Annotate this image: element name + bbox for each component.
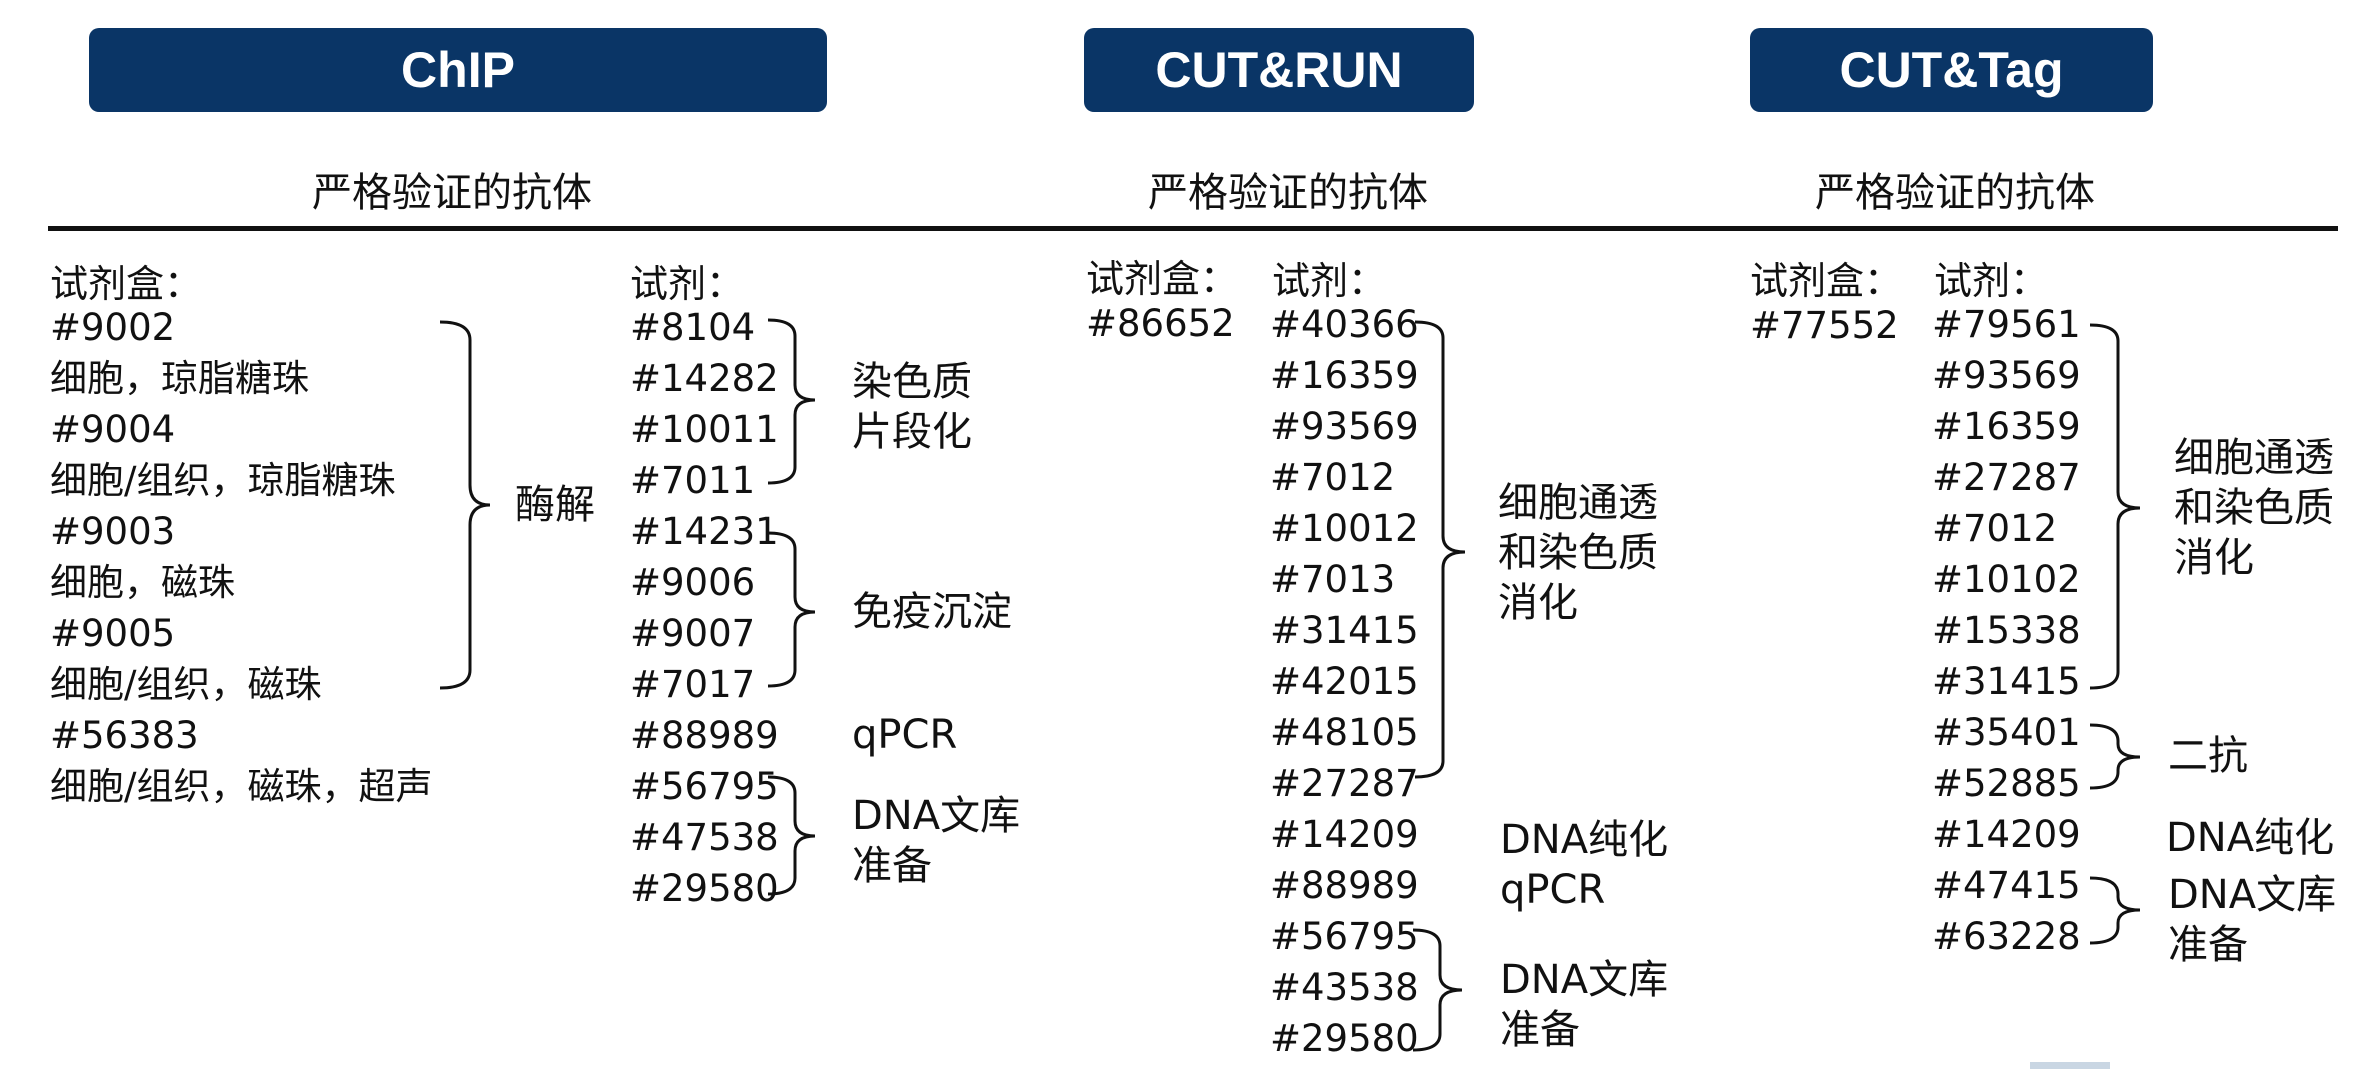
chip-reagent: #47538 (630, 816, 779, 859)
chip-reagent: #14282 (630, 357, 779, 400)
cut-run-reagent: #48105 (1270, 711, 1419, 754)
chip-group-fragmentation: 染色质片段化 (852, 359, 972, 455)
cut-tag-group-purification: DNA纯化 (2166, 815, 2335, 861)
chip-reagent: #7017 (630, 663, 756, 706)
cut-tag-kits-header: 试剂盒： (1750, 259, 1903, 303)
cut-run-reagent: #88989 (1270, 864, 1419, 907)
chip-kit-line: 细胞，磁珠 (50, 561, 235, 604)
cut-tag-group-library: DNA文库准备 (2168, 872, 2337, 968)
cut-tag-group-permeabilization: 细胞通透和染色质消化 (2174, 435, 2334, 581)
cut-run-reagent: #56795 (1270, 915, 1419, 958)
chip-kit-line: #9002 (50, 306, 176, 349)
cut-tag-reagent: #31415 (1932, 660, 2081, 703)
cut-run-reagents-header: 试剂： (1272, 259, 1387, 303)
cut-tag-kit: #77552 (1750, 304, 1899, 347)
header-divider (48, 226, 2338, 231)
cut-run-kits-header: 试剂盒： (1086, 257, 1239, 301)
chip-reagent: #10011 (630, 408, 779, 451)
chip-kit-list: #9002 细胞，琼脂糖珠 #9004 细胞/组织，琼脂糖珠 #9003 细胞，… (50, 302, 432, 812)
cut-run-reagent: #93569 (1270, 405, 1419, 448)
cut-run-reagent: #40366 (1270, 303, 1419, 346)
cut-tag-secondary-antibody-bracket (2089, 723, 2141, 790)
cut-tag-reagent: #15338 (1932, 609, 2081, 652)
cut-run-header: CUT&RUN (1084, 28, 1474, 112)
cut-run-reagent: #7013 (1270, 558, 1396, 601)
cut-run-group-permeabilization: 细胞通透和染色质消化 (1498, 480, 1658, 626)
chip-kit-bracket (439, 320, 491, 690)
cut-tag-reagent: #47415 (1932, 864, 2081, 907)
chip-reagent: #29580 (630, 867, 779, 910)
chip-group-ip: 免疫沉淀 (852, 589, 1012, 635)
cut-tag-permeabilization-bracket (2089, 323, 2141, 690)
chip-kit-line: #9004 (50, 408, 176, 451)
chip-reagent: #8104 (630, 306, 756, 349)
cut-tag-kit-list: #77552 (1750, 300, 1899, 351)
cut-run-group-library: DNA文库准备 (1500, 957, 1669, 1053)
cut-run-permeabilization-bracket (1414, 320, 1466, 779)
cut-run-reagent: #7012 (1270, 456, 1396, 499)
cut-tag-reagents-header: 试剂： (1934, 259, 2049, 303)
chip-header: ChIP (89, 28, 827, 112)
chip-reagent: #7011 (630, 459, 756, 502)
cut-run-reagent-list: #40366 #16359 #93569 #7012 #10012 #7013 … (1270, 299, 1419, 1064)
cut-tag-reagent: #7012 (1932, 507, 2058, 550)
chip-reagent: #9006 (630, 561, 756, 604)
chip-group-library: DNA文库准备 (852, 793, 1021, 889)
cut-tag-library-bracket (2089, 876, 2141, 945)
cut-run-reagent: #43538 (1270, 966, 1419, 1009)
chip-kit-group-label: 酶解 (515, 482, 595, 528)
cut-tag-group-secondary-antibody: 二抗 (2168, 733, 2248, 779)
chip-fragmentation-bracket (767, 318, 816, 485)
chip-reagent: #56795 (630, 765, 779, 808)
cut-tag-subtitle: 严格验证的抗体 (1815, 170, 2095, 216)
chip-kits-header: 试剂盒： (50, 262, 203, 306)
cut-tag-reagent: #35401 (1932, 711, 2081, 754)
chip-reagent: #88989 (630, 714, 779, 757)
cut-run-kit: #86652 (1086, 302, 1235, 345)
chip-kit-line: 细胞/组织，磁珠，超声 (50, 765, 433, 808)
cut-tag-reagent: #14209 (1932, 813, 2081, 856)
cut-run-kit-list: #86652 (1086, 298, 1235, 349)
cut-run-reagent: #14209 (1270, 813, 1419, 856)
cut-run-reagent: #10012 (1270, 507, 1419, 550)
cut-tag-reagent: #79561 (1932, 303, 2081, 346)
chip-ip-bracket (767, 531, 816, 688)
cut-tag-reagent-list: #79561 #93569 #16359 #27287 #7012 #10102… (1932, 299, 2081, 962)
cut-run-library-bracket (1412, 928, 1463, 1052)
cut-tag-reagent: #63228 (1932, 915, 2081, 958)
chip-kit-line: 细胞/组织，磁珠 (50, 663, 322, 706)
cut-tag-reagent: #27287 (1932, 456, 2081, 499)
chip-kit-line: #9005 (50, 612, 176, 655)
chip-group-qpcr: qPCR (852, 712, 958, 758)
corner-artifact (2030, 1062, 2110, 1069)
cut-tag-header: CUT&Tag (1750, 28, 2153, 112)
cut-tag-reagent: #52885 (1932, 762, 2081, 805)
chip-kit-line: #56383 (50, 714, 199, 757)
cut-run-reagent: #16359 (1270, 354, 1419, 397)
chip-kit-line: #9003 (50, 510, 176, 553)
cut-tag-reagent: #10102 (1932, 558, 2081, 601)
chip-kit-line: 细胞，琼脂糖珠 (50, 357, 309, 400)
chip-subtitle: 严格验证的抗体 (312, 170, 592, 216)
cut-tag-reagent: #16359 (1932, 405, 2081, 448)
cut-run-reagent: #29580 (1270, 1017, 1419, 1060)
chip-reagent-list: #8104 #14282 #10011 #7011 #14231 #9006 #… (630, 302, 779, 914)
chip-reagents-header: 试剂： (630, 262, 745, 306)
chip-reagent: #14231 (630, 510, 779, 553)
cut-run-subtitle: 严格验证的抗体 (1148, 170, 1428, 216)
chip-library-bracket (767, 775, 816, 896)
cut-run-reagent: #31415 (1270, 609, 1419, 652)
chip-kit-line: 细胞/组织，琼脂糖珠 (50, 459, 396, 502)
cut-tag-reagent: #93569 (1932, 354, 2081, 397)
cut-run-reagent: #42015 (1270, 660, 1419, 703)
chip-reagent: #9007 (630, 612, 756, 655)
cut-run-reagent: #27287 (1270, 762, 1419, 805)
